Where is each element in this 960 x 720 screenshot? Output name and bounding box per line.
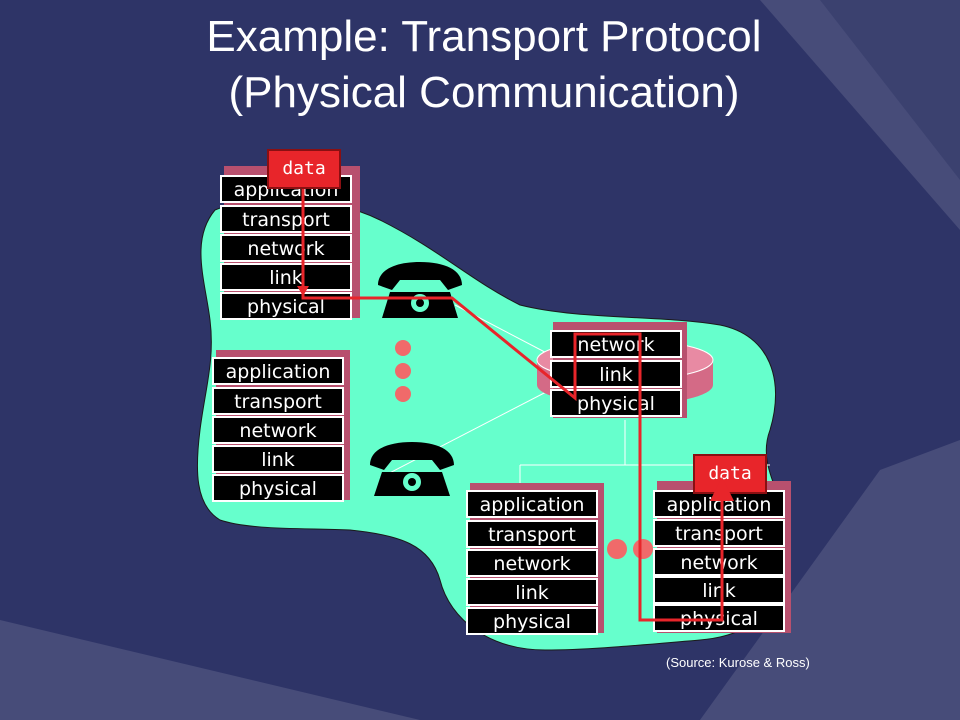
layer-network: network [466, 549, 598, 577]
layer-physical: physical [466, 607, 598, 635]
layer-application: application [466, 490, 598, 518]
layer-link: link [466, 578, 598, 606]
layer-network: network [220, 234, 352, 262]
layer-link: link [653, 576, 785, 604]
layer-link: link [550, 360, 682, 388]
data-destination-box: data [693, 454, 767, 494]
layer-network: network [550, 330, 682, 358]
layer-transport: transport [212, 387, 344, 415]
corner-shade-bottom [700, 440, 960, 720]
layer-physical: physical [220, 292, 352, 320]
layer-transport: transport [220, 205, 352, 233]
layer-transport: transport [466, 520, 598, 548]
layer-physical: physical [653, 604, 785, 632]
slide-title-line-1: Example: Transport Protocol [206, 12, 762, 61]
data-source-box: data [267, 149, 341, 189]
source-caption: (Source: Kurose & Ross) [666, 655, 810, 670]
layer-application: application [212, 357, 344, 385]
layer-physical: physical [550, 389, 682, 417]
layer-network: network [653, 548, 785, 576]
layer-physical: physical [212, 474, 344, 502]
layer-link: link [212, 445, 344, 473]
corner-shade-bottom-left [0, 620, 420, 720]
layer-network: network [212, 416, 344, 444]
corner-shade-top-2 [820, 0, 960, 180]
slide-title-line-2: (Physical Communication) [228, 68, 740, 117]
layer-application: application [653, 490, 785, 518]
layer-transport: transport [653, 519, 785, 547]
layer-link: link [220, 263, 352, 291]
